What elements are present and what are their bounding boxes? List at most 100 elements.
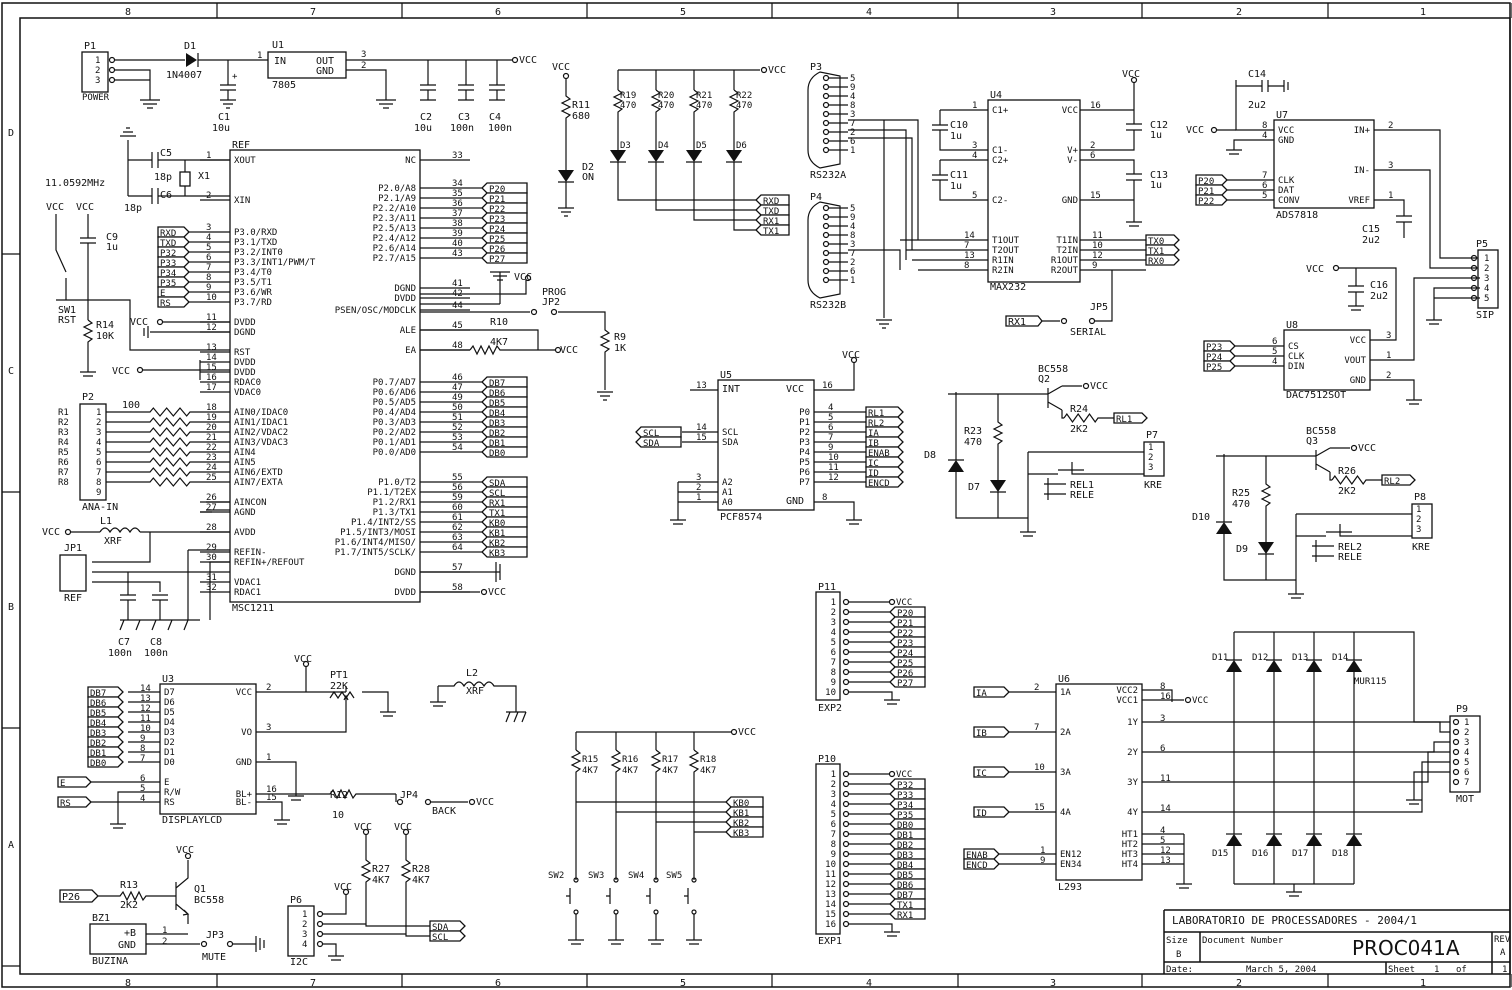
u1-regulator (267, 51, 347, 79)
u6-pin-label: VCC1 (1116, 696, 1138, 706)
net-label (755, 224, 790, 236)
flyback-diode-ref: D8 (924, 450, 936, 461)
net-name: P23 (489, 215, 505, 225)
u7-pin-number: 8 (1262, 121, 1267, 131)
net-name: DB6 (489, 389, 505, 399)
u6-pin-number: 15 (1034, 803, 1045, 813)
u4-pin-label: GND (1062, 196, 1078, 206)
d2-led-icon (558, 170, 574, 182)
u6-pin-number: 12 (1160, 846, 1171, 856)
net-label (865, 406, 904, 418)
net-label (429, 920, 466, 932)
u6-pin-label: HT4 (1122, 860, 1138, 870)
u2-pin-number: 63 (452, 533, 463, 543)
u2-pin-number: 1 (206, 151, 211, 161)
relay-led-ref: D7 (968, 482, 980, 493)
svg-text:1: 1 (257, 51, 262, 61)
ana-pin: 5 (96, 448, 101, 458)
p5-pin: 1 (1484, 254, 1489, 264)
db9-pin: 9 (850, 83, 855, 93)
border-column-label: 1 (1420, 7, 1426, 18)
header-pin: 15 (825, 910, 836, 920)
u8-pin-label: GND (1350, 376, 1366, 386)
svg-text:ADS7818: ADS7818 (1276, 210, 1318, 221)
net-name: DB1 (90, 749, 106, 759)
net-name: DB7 (897, 891, 913, 901)
u2-pin-label: P2.4/A12 (373, 234, 416, 244)
u2-pin-label: P1.5/INT3/MOSI (340, 528, 416, 538)
svg-text:10: 10 (332, 810, 344, 821)
svg-text:U3: U3 (162, 674, 174, 685)
net-name: P21 (897, 619, 913, 629)
svg-text:JP2: JP2 (542, 297, 560, 308)
net-name: TX1 (897, 901, 913, 911)
db9-pin: 7 (850, 119, 855, 129)
u2-pin-label: ALE (400, 326, 416, 336)
u4-pin-label: V+ (1067, 146, 1078, 156)
svg-text:Sheet: Sheet (1388, 965, 1415, 975)
u8-pin-label: DIN (1288, 362, 1304, 372)
svg-text:18p: 18p (154, 172, 172, 183)
net-label (963, 858, 1000, 870)
p1-name: POWER (82, 93, 110, 103)
u2-pin-number: 45 (452, 321, 463, 331)
net-name: DB6 (897, 881, 913, 891)
p6-pin: 2 (302, 920, 307, 930)
led-rows: R19470D3RXDR20470D4TXDR21470D5RX1R22470D… (610, 89, 790, 237)
relay-section: BC558Q2VCCR242K2RL1R23470D7D8REL1RELEP7K… (924, 364, 1433, 599)
key-switch-ref: SW4 (628, 871, 644, 881)
net-name: P27 (489, 255, 505, 265)
net-name: DB5 (897, 871, 913, 881)
svg-text:U4: U4 (990, 90, 1002, 101)
u2-pin-number: 7 (206, 263, 211, 273)
key-resistor-ref: R16 (622, 755, 638, 765)
svg-text:C5: C5 (160, 148, 172, 159)
net-name: KB3 (489, 549, 505, 559)
net-label (1145, 244, 1180, 256)
u2-pin-label: P0.6/AD6 (373, 388, 416, 398)
net-name: RL1 (1116, 415, 1132, 425)
u3-pin-label: D1 (164, 748, 175, 758)
u2-pin-label: P3.3/INT1/PWM/T (234, 258, 316, 268)
u2-pin-number: 20 (206, 423, 217, 433)
net-label (973, 726, 1010, 738)
svg-text:2u2: 2u2 (1248, 100, 1266, 111)
net-label (157, 226, 190, 238)
net-label (87, 716, 124, 728)
border-column-label: 8 (125, 978, 131, 989)
header-pin: 7 (831, 830, 836, 840)
h-bridge-bottom-diode-ref: D18 (1332, 849, 1348, 859)
svg-text:P4: P4 (810, 192, 822, 203)
u4-pin-number: 8 (964, 261, 969, 271)
border-column-label: 4 (866, 978, 872, 989)
svg-text:1u: 1u (106, 242, 118, 253)
svg-text:2u2: 2u2 (1370, 291, 1388, 302)
p1-pin3: 3 (95, 76, 100, 86)
c1-value: 10u (212, 123, 230, 134)
svg-text:VCC: VCC (394, 822, 412, 833)
relay-part: RELE (1070, 490, 1094, 501)
net-name: DB4 (90, 719, 106, 729)
svg-text:VCC: VCC (294, 654, 312, 665)
svg-text:VCC: VCC (76, 202, 94, 213)
u3-pin-label: D3 (164, 728, 175, 738)
u2-pin-label: P2.3/A11 (373, 214, 416, 224)
svg-text:C15: C15 (1362, 224, 1380, 235)
net-name: P26 (489, 245, 505, 255)
u3-pin-number: 7 (140, 754, 145, 764)
u6-pin-number: 16 (1160, 692, 1171, 702)
u2-pin-number: 29 (206, 543, 217, 553)
flyback-diode-icon (1216, 522, 1232, 534)
u6-pin-number: 4 (1160, 826, 1165, 836)
db9-pin: 1 (850, 276, 855, 286)
u4-pin-label: C1- (992, 146, 1008, 156)
svg-text:10u: 10u (414, 123, 432, 134)
net-name: DB4 (489, 409, 505, 419)
led-resistor-ref: R20 (658, 91, 674, 101)
u3-pin-label: E (164, 778, 169, 788)
u4-pin-label: R1OUT (1051, 256, 1079, 266)
svg-text:VCC: VCC (42, 527, 60, 538)
